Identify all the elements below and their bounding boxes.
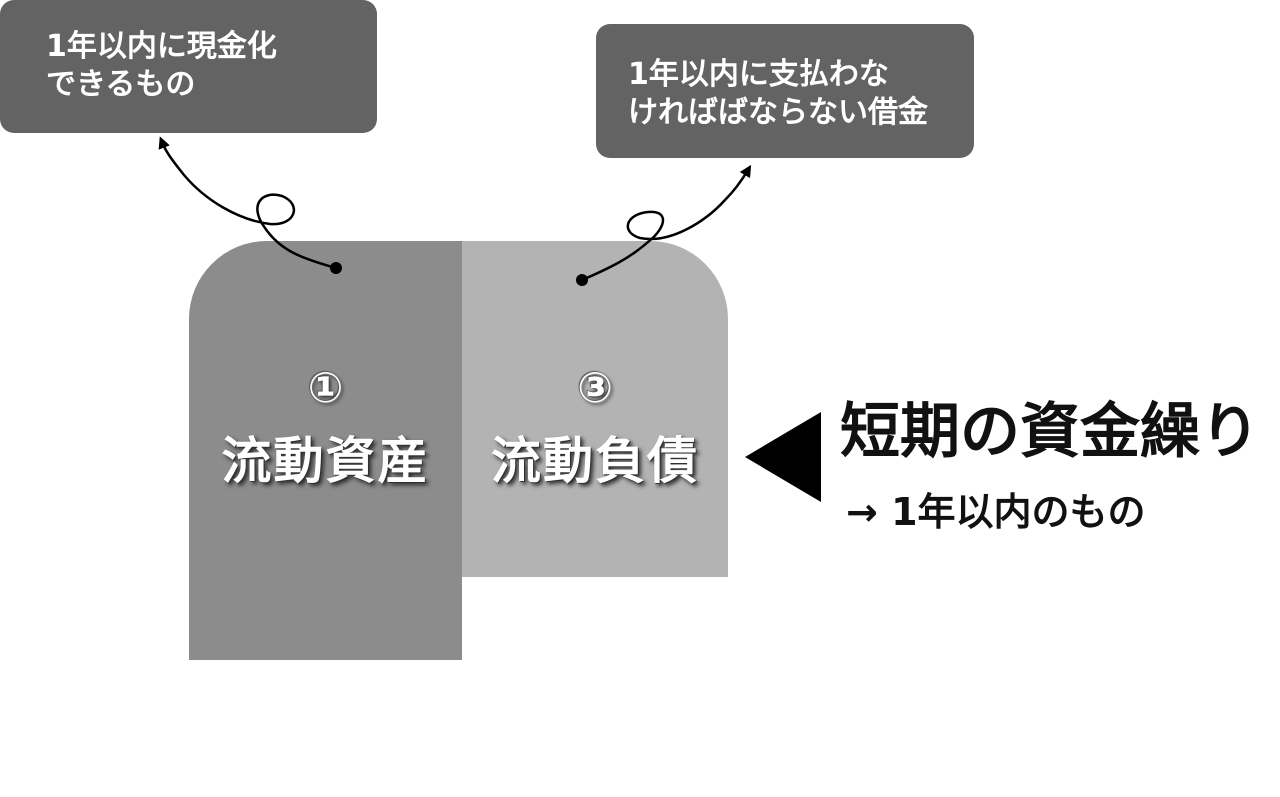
block-current-liabilities: ③ 流動負債: [462, 241, 728, 577]
block-current-assets: ① 流動資産: [189, 241, 462, 660]
block-assets-number: ①: [307, 363, 344, 412]
block-liabilities-label: 流動負債: [491, 432, 699, 490]
callout-assets-line1: 1年以内に現金化: [46, 29, 277, 64]
callout-assets-line2: できるもの: [46, 67, 196, 102]
callout-liabilities-line1: 1年以内に支払わな: [628, 57, 889, 92]
callout-current-assets: 1年以内に現金化 できるもの: [0, 0, 377, 133]
pointer-triangle-icon: [745, 412, 821, 502]
callout-current-liabilities: 1年以内に支払わな ければばならない借金: [596, 24, 974, 158]
short-term-title: 短期の資金繰り: [840, 397, 1260, 467]
block-liabilities-number: ③: [577, 363, 613, 412]
block-assets-label: 流動資産: [221, 432, 430, 490]
callout-liabilities-line2: ければばならない借金: [628, 95, 928, 130]
short-term-subtitle: → 1年以内のもの: [846, 490, 1146, 534]
